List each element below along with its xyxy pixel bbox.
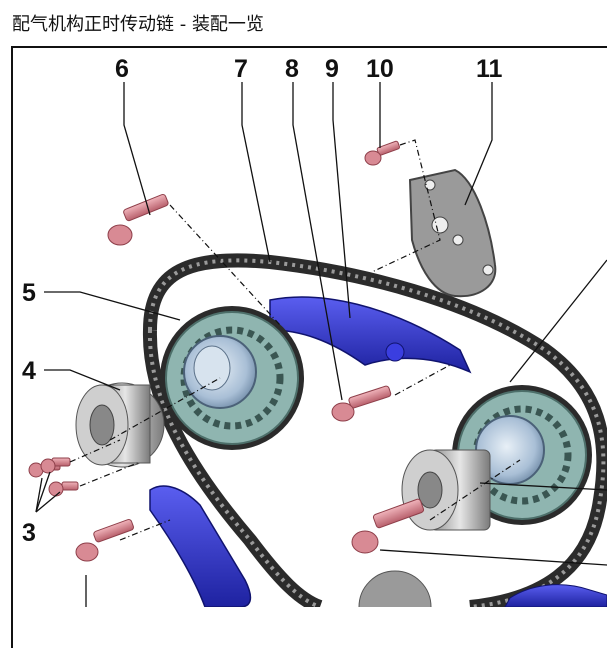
- bolt-lower-left: [75, 519, 134, 562]
- callout-4: 4: [22, 357, 36, 385]
- bolt-8: [331, 385, 392, 422]
- left-bearing: [75, 382, 165, 468]
- lower-left-tensioner-rail: [149, 485, 252, 607]
- callout-3: 3: [22, 519, 36, 547]
- callout-11: 11: [476, 55, 503, 83]
- callout-9: 9: [325, 55, 339, 83]
- callout-8: 8: [285, 55, 299, 83]
- callout-numbers: 6 7 8 9 10 11 5 4 3: [22, 55, 503, 547]
- right-bearing: [401, 449, 491, 531]
- lower-right-guide: [504, 584, 607, 607]
- left-camshaft-sprocket: [160, 306, 304, 450]
- callout-7: 7: [234, 55, 248, 83]
- lower-sprocket: [358, 570, 432, 607]
- bolt-6: [107, 193, 169, 246]
- small-bolts-3: [28, 457, 79, 497]
- timing-chain-diagram: 6 7 8 9 10 11 5 4 3: [22, 55, 607, 607]
- upper-chain-guide: [269, 296, 472, 374]
- callout-10: 10: [366, 55, 394, 83]
- assembly-axis-lines: [69, 139, 521, 541]
- diagram-frame: [11, 46, 607, 648]
- bolt-10: [364, 140, 400, 166]
- callout-5: 5: [22, 279, 36, 307]
- cover-plate: [408, 168, 497, 298]
- leader-lines: [35, 82, 607, 607]
- bolt-lower-right: [351, 498, 425, 554]
- page-title: 配气机构正时传动链 - 装配一览: [12, 14, 264, 35]
- callout-6: 6: [115, 55, 129, 83]
